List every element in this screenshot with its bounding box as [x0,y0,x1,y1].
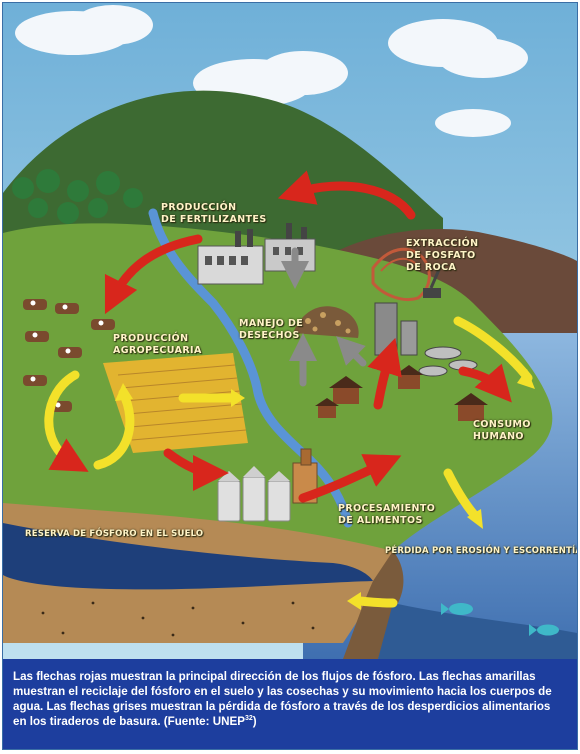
red-arrow-plant-to-sea [458,363,512,403]
seabed [378,603,577,659]
red-arrow-fertilizer-to-farm [104,234,203,315]
crop-rows [117,364,247,441]
caption-panel: Las flechas rojas muestran la principal … [3,659,577,749]
phosphorus-cycle-illustration [3,3,577,659]
yellow-arrow-runoff-top [453,316,533,383]
land [3,223,553,551]
red-arrow-mine-to-fertilizer [277,170,416,220]
gray-arrows [281,247,367,387]
soil-speckles [41,601,315,637]
cloud [15,5,528,137]
red-arrow-farm-to-processing [163,448,229,491]
yellow-arrow-cycle-right [93,388,135,470]
yellow-arrow-to-sea [353,596,398,608]
caption-reference: 32 [244,715,253,723]
label-erosion-loss: PÉRDIDA POR EROSIÓN Y ESCORRENTÍA [385,546,578,556]
phosphorus-soil-reserve [3,523,373,590]
caption-close: ) [252,715,257,728]
label-agricultural-production: PRODUCCIÓN AGROPECUARIA [113,333,202,356]
label-fertilizer-production: PRODUCCIÓN DE FERTILIZANTES [161,202,267,225]
label-waste-management: MANEJO DE DESECHOS [239,318,304,341]
label-food-processing: PROCESAMIENTO DE ALIMENTOS [338,503,436,526]
forest [12,169,143,224]
livestock [23,299,115,412]
fish-icon [441,603,559,636]
phosphate-mine [371,247,443,301]
red-arrow-to-consumption [367,337,402,410]
crop-field [103,353,248,453]
yellow-arrowheads [115,369,535,610]
label-soil-reserve: RESERVA DE FÓSFORO EN EL SUELO [25,529,204,539]
label-rock-extraction: EXTRACCIÓN DE FOSFATO DE ROCA [406,238,479,273]
gray-arrow-village-to-waste [336,336,367,367]
yellow-arrow-cycle-left [44,370,89,472]
red-arrow-processing-to-consumption [298,454,402,503]
waste-dump [293,306,359,338]
caption-text: Las flechas rojas muestran la principal … [13,670,552,728]
river [148,208,353,528]
label-human-consumption: CONSUMO HUMANO [473,419,531,442]
red-arrows [104,170,512,503]
